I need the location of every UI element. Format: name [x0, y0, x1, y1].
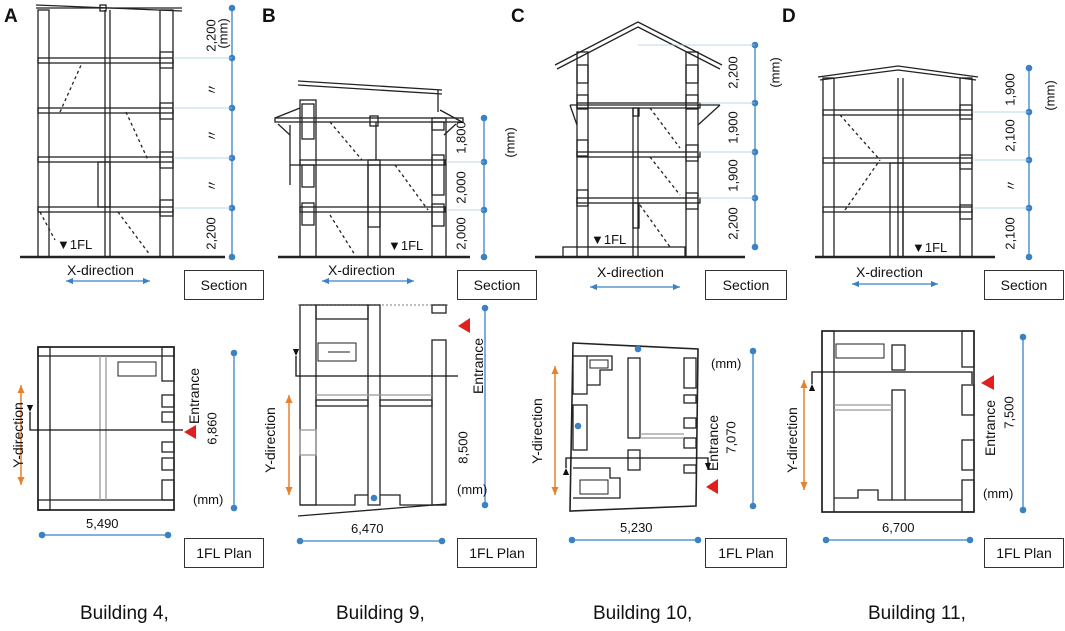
plan-drawing-b [297, 304, 448, 517]
section-drawing-a [20, 4, 225, 259]
plan-unit-label-b: (mm) [457, 482, 488, 497]
unit-label-b: (mm) [502, 127, 518, 158]
height-dimension-c [638, 41, 759, 251]
caption-c: Building 10, [593, 603, 693, 624]
entrance-marker-b [458, 318, 470, 333]
unit-label-c: (mm) [767, 57, 783, 88]
plan-depth-dimension-b [481, 304, 489, 509]
caption-b: Building 9, [336, 603, 425, 624]
plan-depth-label-b: 8,500 [455, 431, 471, 464]
height-dimension-b [446, 114, 488, 261]
plan-width-dimension-d [822, 536, 974, 544]
height-label-a-5: 2,200 [203, 217, 219, 250]
section-label-d: Section [984, 270, 1064, 300]
entrance-label-b: Entrance [470, 337, 486, 395]
plan-width-dimension-b [296, 537, 446, 545]
floor-mark-c: ▼1FL [591, 232, 627, 247]
height-dimension-a [173, 4, 236, 261]
panel-letter-d: D [782, 6, 796, 27]
plan-depth-label-d: 7,500 [1001, 396, 1017, 429]
height-label-c-4: 2,200 [725, 207, 741, 240]
plan-marker-dot-c2 [574, 422, 582, 430]
x-direction-label-c: X-direction [597, 264, 664, 280]
height-label-a-2: 〃 [204, 83, 220, 97]
y-direction-label-a: Y-direction [10, 402, 26, 468]
x-direction-label-b: X-direction [328, 262, 395, 278]
x-direction-label-d: X-direction [856, 264, 923, 280]
plan-label-c: 1FL Plan [705, 538, 787, 568]
plan-drawing-a [37, 346, 175, 511]
height-label-b-1: 1,800 [453, 121, 469, 154]
floor-mark-a: ▼1FL [57, 237, 93, 252]
panel-letter-b: B [262, 6, 276, 27]
height-label-b-3: 2,000 [453, 217, 469, 250]
plan-label-b: 1FL Plan [457, 538, 537, 568]
section-label-a: Section [184, 270, 264, 300]
plan-drawing-d [821, 330, 975, 513]
y-direction-label-b: Y-direction [262, 407, 278, 473]
height-label-d-3: 〃 [1003, 179, 1019, 193]
plan-width-dimension-a [38, 531, 172, 539]
height-label-a-1: 2,200 [203, 19, 219, 52]
entrance-marker-a [184, 425, 196, 439]
plan-width-label-b: 6,470 [351, 521, 384, 536]
x-direction-label-a: X-direction [67, 262, 134, 278]
plan-label-d: 1FL Plan [984, 538, 1064, 568]
height-label-d-4: 2,100 [1002, 217, 1018, 250]
plan-marker-dot-c1 [634, 345, 642, 353]
panel-letter-a: A [4, 6, 18, 27]
plan-width-label-d: 6,700 [882, 520, 915, 535]
plan-unit-label-a: (mm) [193, 492, 224, 507]
entrance-marker-c [706, 479, 718, 494]
plan-depth-label-c: 7,070 [723, 421, 739, 454]
entrance-path-c [562, 457, 712, 476]
height-label-d-2: 2,100 [1002, 119, 1018, 152]
plan-width-label-c: 5,230 [620, 520, 653, 535]
plan-unit-label-d: (mm) [983, 486, 1014, 501]
plan-unit-label-c: (mm) [711, 356, 742, 371]
floor-mark-d: ▼1FL [912, 240, 948, 255]
plan-depth-dimension-c [749, 347, 757, 510]
section-label-c: Section [705, 270, 787, 300]
plan-depth-dimension-d [1019, 333, 1027, 514]
entrance-label-c: Entrance [705, 414, 721, 472]
entrance-path-a [26, 404, 183, 431]
plan-label-a: 1FL Plan [184, 538, 264, 568]
y-direction-label-c: Y-direction [529, 398, 545, 464]
section-drawing-d [815, 65, 995, 259]
panel-letter-c: C [511, 6, 525, 27]
y-direction-label-d: Y-direction [784, 407, 800, 473]
plan-width-label-a: 5,490 [86, 516, 119, 531]
section-drawing-b [274, 80, 470, 259]
caption-d: Building 11, [868, 603, 966, 624]
entrance-path-b [292, 348, 458, 377]
height-label-b-2: 2,000 [453, 171, 469, 204]
entrance-marker-d [981, 375, 994, 390]
section-label-b: Section [457, 270, 537, 300]
height-label-c-1: 2,200 [725, 56, 741, 89]
section-drawing-c [535, 21, 745, 259]
height-label-c-2: 1,900 [725, 111, 741, 144]
unit-label-d: (mm) [1042, 80, 1058, 111]
plan-depth-dimension-a [230, 349, 238, 512]
entrance-label-a: Entrance [186, 367, 202, 425]
plan-depth-label-a: 6,860 [204, 412, 220, 445]
plan-width-dimension-c [568, 536, 702, 544]
entrance-label-d: Entrance [982, 399, 998, 457]
caption-a: Building 4, [80, 603, 169, 624]
height-label-d-1: 1,900 [1002, 73, 1018, 106]
height-dimension-d [972, 64, 1033, 261]
height-label-c-3: 1,900 [725, 159, 741, 192]
height-label-a-3: 〃 [204, 129, 220, 143]
floor-mark-b: ▼1FL [388, 238, 424, 253]
height-label-a-4: 〃 [204, 179, 220, 193]
entrance-path-d [808, 371, 973, 392]
plan-marker-dot-b [370, 494, 378, 502]
plan-drawing-c [569, 342, 699, 512]
